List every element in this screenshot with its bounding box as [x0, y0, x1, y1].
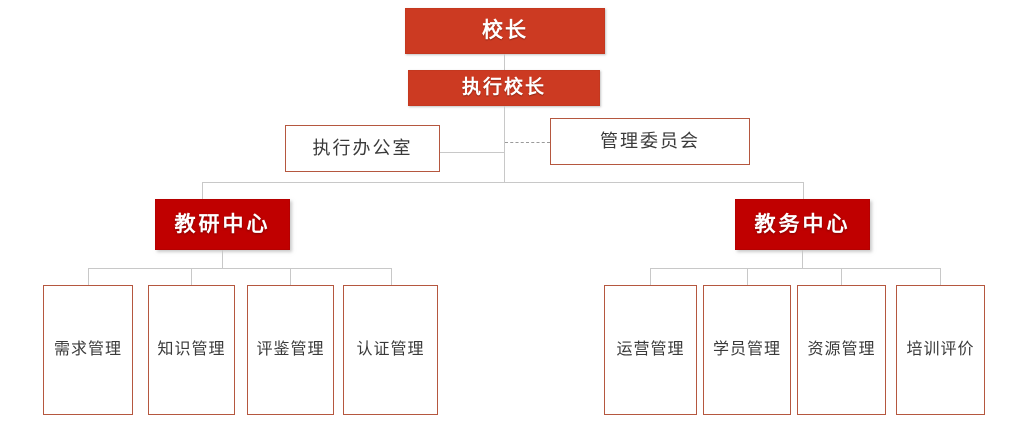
node-evaluation-management[interactable]: 评鉴管理 [247, 285, 334, 415]
node-resource-management[interactable]: 资源管理 [797, 285, 886, 415]
node-management-committee[interactable]: 管理委员会 [550, 118, 750, 165]
node-academic-affairs-center[interactable]: 教务中心 [735, 199, 870, 250]
node-principal-label: 校长 [482, 18, 528, 43]
node-certification-management[interactable]: 认证管理 [343, 285, 438, 415]
node-executive-office-label: 执行办公室 [312, 137, 413, 158]
node-operation-management[interactable]: 运营管理 [604, 285, 697, 415]
connector-level4-drop-right [803, 182, 804, 199]
connector-right-drop-2 [747, 268, 748, 285]
connector-right-stem [802, 250, 803, 268]
node-certification-management-label: 认证管理 [356, 341, 425, 359]
node-academic-affairs-center-label: 教务中心 [754, 211, 851, 236]
node-operation-management-label: 运营管理 [616, 341, 685, 359]
node-executive-office[interactable]: 执行办公室 [285, 125, 440, 172]
node-management-committee-label: 管理委员会 [600, 130, 700, 151]
node-requirement-management-label: 需求管理 [53, 341, 122, 359]
node-principal[interactable]: 校长 [405, 8, 605, 54]
node-training-evaluation[interactable]: 培训评价 [896, 285, 985, 415]
node-knowledge-management[interactable]: 知识管理 [148, 285, 235, 415]
connector-right-drop-1 [650, 268, 651, 285]
node-requirement-management[interactable]: 需求管理 [43, 285, 133, 415]
connector-trunk-to-management-committee [505, 142, 550, 143]
connector-level4-bar [202, 182, 804, 183]
node-student-management-label: 学员管理 [712, 341, 781, 359]
node-knowledge-management-label: 知识管理 [157, 341, 226, 359]
node-executive-principal-label: 执行校长 [461, 76, 546, 98]
connector-left-bar [88, 268, 391, 269]
connector-trunk-main [504, 106, 505, 183]
connector-right-drop-3 [841, 268, 842, 285]
connector-level4-drop-left [202, 182, 203, 199]
connector-left-stem [222, 250, 223, 268]
connector-exec-office-to-trunk [440, 152, 505, 153]
connector-right-bar [650, 268, 940, 269]
node-evaluation-management-label: 评鉴管理 [256, 341, 325, 359]
node-resource-management-label: 资源管理 [807, 341, 876, 359]
connector-left-drop-1 [88, 268, 89, 285]
connector-left-drop-4 [391, 268, 392, 285]
node-teaching-research-center[interactable]: 教研中心 [155, 199, 290, 250]
connector-principal-to-exec [504, 54, 505, 70]
connector-left-drop-3 [290, 268, 291, 285]
node-teaching-research-center-label: 教研中心 [174, 211, 271, 236]
connector-left-drop-2 [191, 268, 192, 285]
node-student-management[interactable]: 学员管理 [703, 285, 791, 415]
connector-right-drop-4 [940, 268, 941, 285]
node-executive-principal[interactable]: 执行校长 [408, 70, 600, 106]
node-training-evaluation-label: 培训评价 [906, 341, 975, 359]
